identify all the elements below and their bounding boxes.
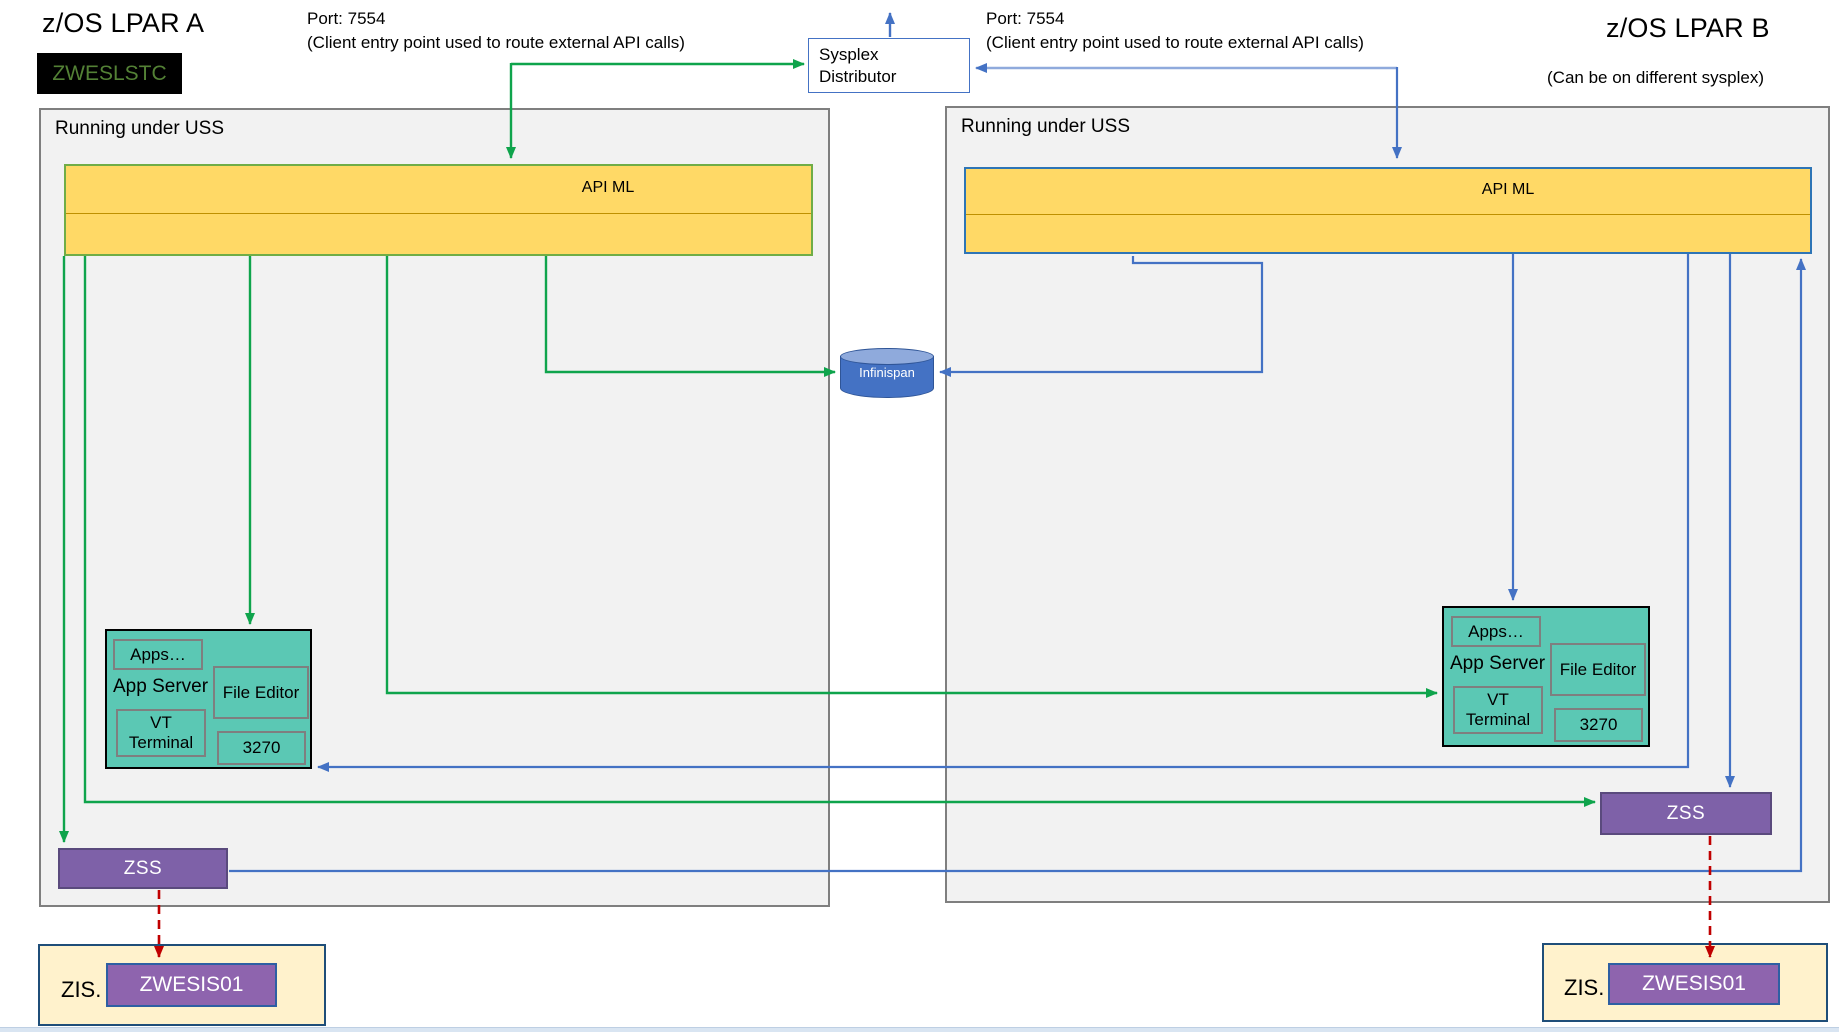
tn3270-box-a: 3270	[217, 731, 306, 765]
tn3270-box-b: 3270	[1554, 708, 1643, 742]
zis-b-label: ZIS.	[1564, 975, 1605, 1000]
apps-box-b: Apps…	[1451, 616, 1541, 647]
window-bottom-edge	[0, 1027, 1839, 1032]
uss-a-label: Running under USS	[55, 118, 224, 139]
apiml-a-label: API ML	[581, 179, 635, 196]
apiml-b-divider	[966, 214, 1810, 215]
zwesis01-box-b: ZWESIS01	[1608, 963, 1780, 1005]
vt-terminal-box-a: VT Terminal	[116, 709, 206, 757]
app-server-b-label: App Server	[1450, 653, 1546, 674]
infinispan-cylinder-top	[840, 348, 934, 365]
apiml-a-divider	[66, 213, 811, 214]
apiml-gateway-a: API ML	[64, 164, 813, 256]
sysplex-distributor-box: Sysplex Distributor	[808, 38, 970, 93]
apiml-gateway-b: API ML	[964, 167, 1812, 254]
port-b-label: Port: 7554	[986, 9, 1065, 28]
port-a-label: Port: 7554	[307, 9, 386, 28]
lpar-a-title: z/OS LPAR A	[42, 8, 205, 38]
zwesis01-box-a: ZWESIS01	[106, 963, 277, 1007]
uss-b-label: Running under USS	[961, 116, 1130, 137]
lpar-b-sysplex-note: (Can be on different sysplex)	[1547, 68, 1765, 87]
port-a-description: (Client entry point used to route extern…	[307, 33, 685, 52]
port-b-description: (Client entry point used to route extern…	[986, 33, 1364, 52]
apiml-b-label: API ML	[1481, 181, 1535, 198]
infinispan-label: Infinispan	[859, 365, 915, 380]
file-editor-box-b: File Editor	[1550, 643, 1646, 696]
app-server-a-label: App Server	[113, 676, 209, 697]
apps-box-a: Apps…	[113, 639, 203, 670]
lpar-b-title: z/OS LPAR B	[1606, 13, 1770, 43]
zweslstc-badge: ZWESLSTC	[37, 53, 182, 94]
vt-terminal-box-b: VT Terminal	[1453, 686, 1543, 734]
zis-a-label: ZIS.	[61, 977, 102, 1002]
zss-box-a: ZSS	[58, 848, 228, 889]
zss-box-b: ZSS	[1600, 792, 1772, 835]
file-editor-box-a: File Editor	[213, 666, 309, 719]
